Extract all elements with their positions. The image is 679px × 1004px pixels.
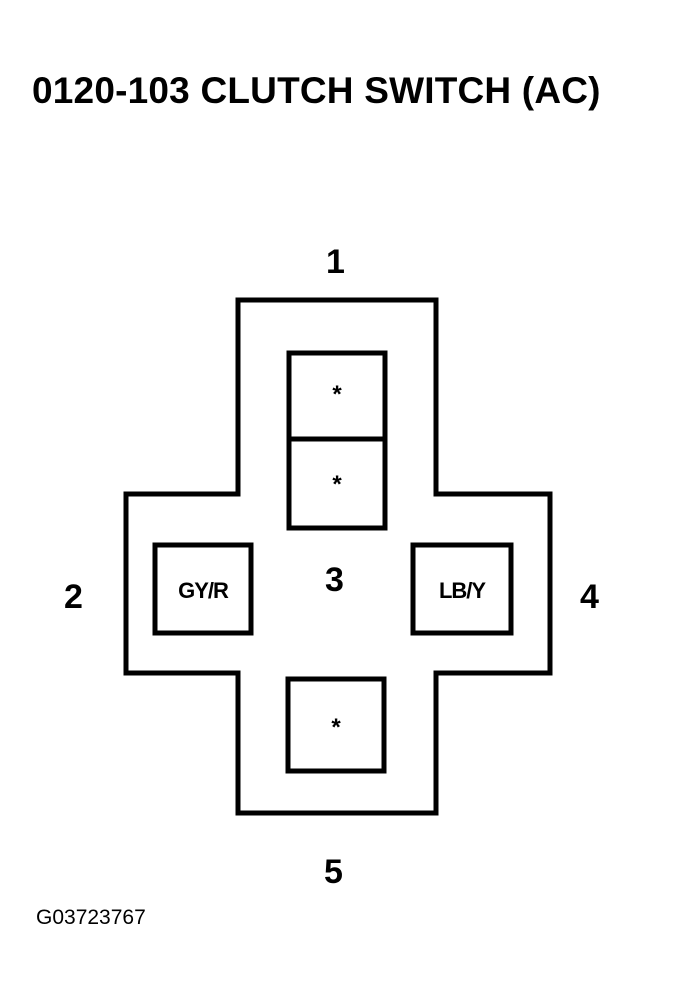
cavity-top-lower bbox=[286, 436, 388, 531]
diagram-title: 0120-103 CLUTCH SWITCH (AC) bbox=[32, 70, 601, 111]
cavity-right bbox=[410, 542, 514, 636]
cavity-bottom-marker: * bbox=[331, 714, 341, 741]
cavity-left bbox=[152, 542, 254, 636]
pin-number-1: 1 bbox=[326, 243, 345, 281]
cavity-top-lower-marker: * bbox=[332, 471, 342, 498]
connector-body bbox=[123, 297, 553, 816]
figure-id: G03723767 bbox=[36, 906, 146, 929]
cavity-right-wire-color: LB/Y bbox=[438, 578, 486, 603]
pin-number-2: 2 bbox=[64, 578, 83, 616]
cavity-top-upper-marker: * bbox=[332, 381, 342, 408]
cavity-left-wire-color: GY/R bbox=[178, 578, 229, 603]
pin-number-4: 4 bbox=[580, 578, 599, 616]
cavity-bottom bbox=[285, 676, 387, 774]
pin-number-5: 5 bbox=[324, 853, 343, 891]
pin-number-3: 3 bbox=[325, 561, 344, 599]
